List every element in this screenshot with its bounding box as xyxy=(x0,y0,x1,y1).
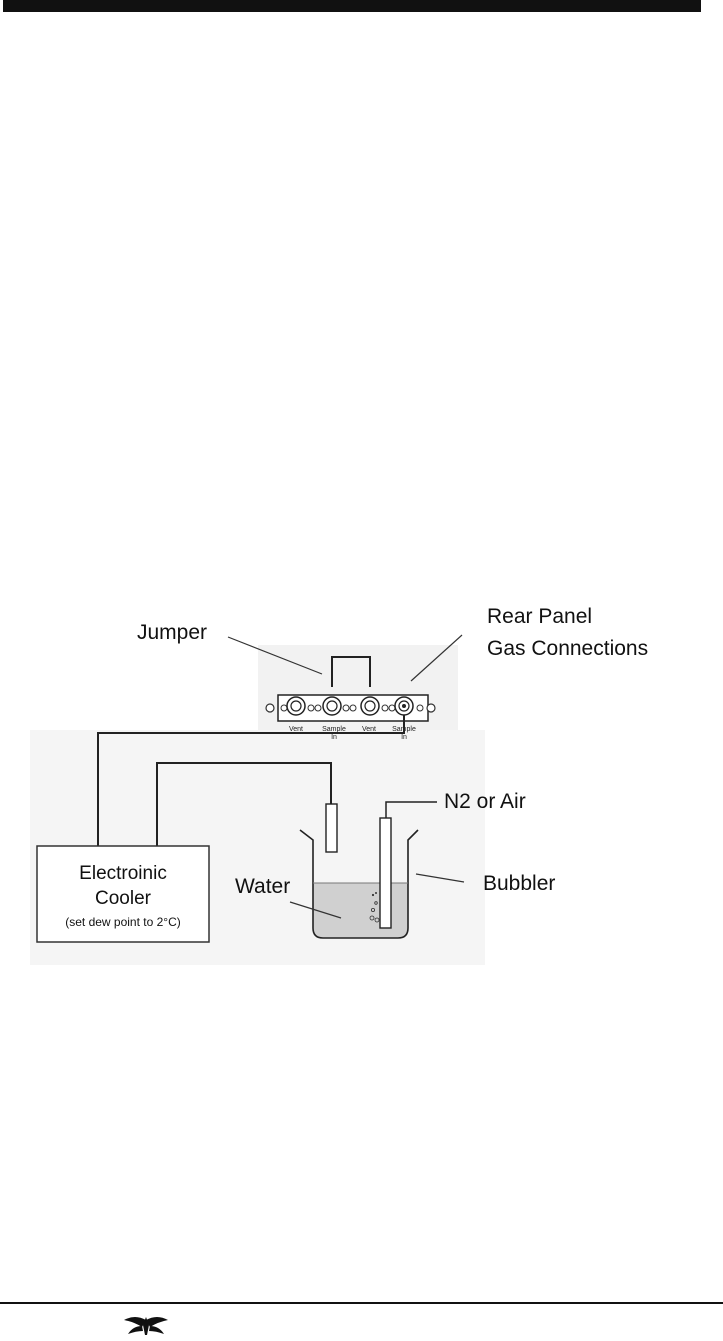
rear-panel-leader-line xyxy=(410,634,463,682)
rear-panel-label-line2: Gas Connections xyxy=(487,637,648,660)
jumper-leader-line xyxy=(227,636,323,675)
cooler-label-line1: Electroinic xyxy=(79,863,167,884)
rear-panel-label-line1: Rear Panel xyxy=(487,605,592,628)
hole-icon xyxy=(349,704,357,712)
sample-tube-to-cooler xyxy=(97,715,405,846)
jumper-label: Jumper xyxy=(137,621,207,644)
n2-or-air-label: N2 or Air xyxy=(444,790,526,813)
port-sample-in-1 xyxy=(322,696,342,716)
beaker-outline xyxy=(299,829,419,939)
water-leader-line xyxy=(289,901,342,919)
header-rule xyxy=(3,0,701,12)
hole-icon xyxy=(416,704,424,712)
bubbler-leader-line xyxy=(415,873,465,883)
hole-icon xyxy=(314,704,322,712)
hole-icon xyxy=(388,704,396,712)
hole-icon xyxy=(381,704,389,712)
port-label: Sample xyxy=(322,726,346,733)
bubbler-label: Bubbler xyxy=(483,872,555,895)
outlet-tube xyxy=(325,803,338,853)
footer-rule xyxy=(0,1302,723,1304)
screw-icon xyxy=(265,703,275,713)
water-label: Water xyxy=(235,875,290,898)
water-fill xyxy=(313,883,408,938)
cooler-note: (set dew point to 2°C) xyxy=(65,915,181,929)
inlet-tube xyxy=(379,817,392,929)
hole-icon xyxy=(280,704,288,712)
port-vent-1 xyxy=(286,696,306,716)
cooler-label-line2: Cooler xyxy=(95,888,152,909)
port-vent-2 xyxy=(360,696,380,716)
port-label: In xyxy=(401,734,407,741)
hole-icon xyxy=(342,704,350,712)
port-label: Vent xyxy=(362,726,376,733)
tube-cooler-to-bubbler xyxy=(156,762,332,846)
port-sample-in-2 xyxy=(394,696,414,716)
gas-inlet-line xyxy=(385,801,437,818)
bubbles xyxy=(369,892,380,923)
teledyne-logo-icon xyxy=(121,1314,171,1336)
electronic-cooler-box xyxy=(36,845,210,943)
jumper-tube xyxy=(331,656,371,687)
hole-icon xyxy=(307,704,315,712)
bubbler-setup-diagram: Jumper Rear Panel Gas Connections xyxy=(0,590,723,970)
port-label: In xyxy=(331,734,337,741)
port-label: Vent xyxy=(289,726,303,733)
screw-icon xyxy=(426,703,436,713)
